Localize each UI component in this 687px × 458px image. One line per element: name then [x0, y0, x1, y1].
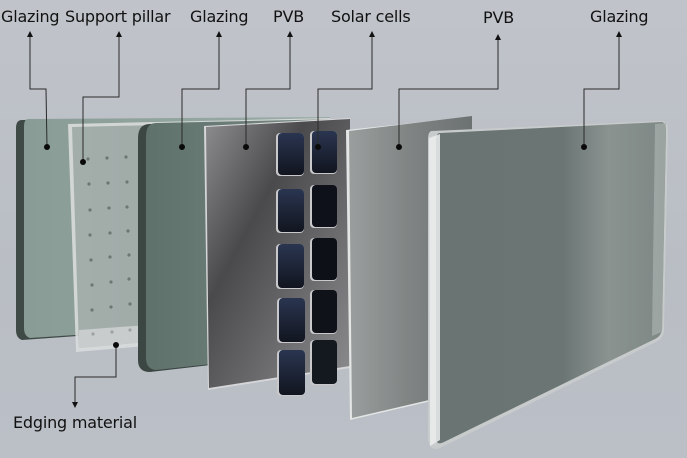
callout-dot-icon [179, 144, 185, 150]
label-glazing-3: Glazing [590, 7, 649, 26]
callout-line-glazing-1 [29, 35, 48, 148]
callout-line-edging-material [74, 345, 117, 403]
callout-line-glazing-3 [583, 35, 620, 147]
arrowhead-icon [495, 34, 501, 40]
callout-dot-icon [243, 144, 249, 150]
label-support-pillar: Support pillar [65, 7, 171, 26]
arrowhead-icon [216, 31, 222, 37]
label-edging-material: Edging material [13, 413, 138, 432]
solar-cell-column-1 [276, 133, 305, 396]
solar-cell-column-2 [310, 131, 337, 385]
callout-line-pvb-1 [245, 35, 291, 147]
label-glazing-1: Glazing [1, 7, 60, 26]
callout-dot-icon [44, 144, 50, 150]
callout-line-support-pillar [82, 35, 120, 162]
callout-dot-icon [315, 144, 321, 150]
arrowhead-icon [369, 31, 375, 37]
label-solar-cells: Solar cells [331, 7, 411, 26]
arrowhead-icon [116, 31, 122, 37]
label-pvb-2: PVB [483, 8, 514, 27]
support-pillar-dots [86, 155, 132, 336]
callout-dot-icon [113, 342, 119, 348]
callout-dot-icon [396, 144, 402, 150]
callout-arrowheads [27, 31, 622, 408]
arrowhead-icon [27, 31, 33, 37]
callout-lines [29, 35, 620, 403]
arrowhead-icon [72, 402, 78, 408]
arrowhead-icon [616, 31, 622, 37]
callout-dot-icon [80, 159, 86, 165]
layer-glazing-front [428, 121, 668, 449]
callout-line-glazing-2 [181, 35, 220, 147]
layer-solar-cells [276, 131, 337, 396]
arrowhead-icon [287, 31, 293, 37]
label-glazing-2: Glazing [190, 7, 249, 26]
callout-line-solar-cells [317, 35, 373, 147]
callout-dots [44, 144, 587, 348]
callout-line-pvb-2 [398, 38, 499, 147]
label-pvb-1: PVB [273, 7, 304, 26]
callout-dot-icon [581, 144, 587, 150]
